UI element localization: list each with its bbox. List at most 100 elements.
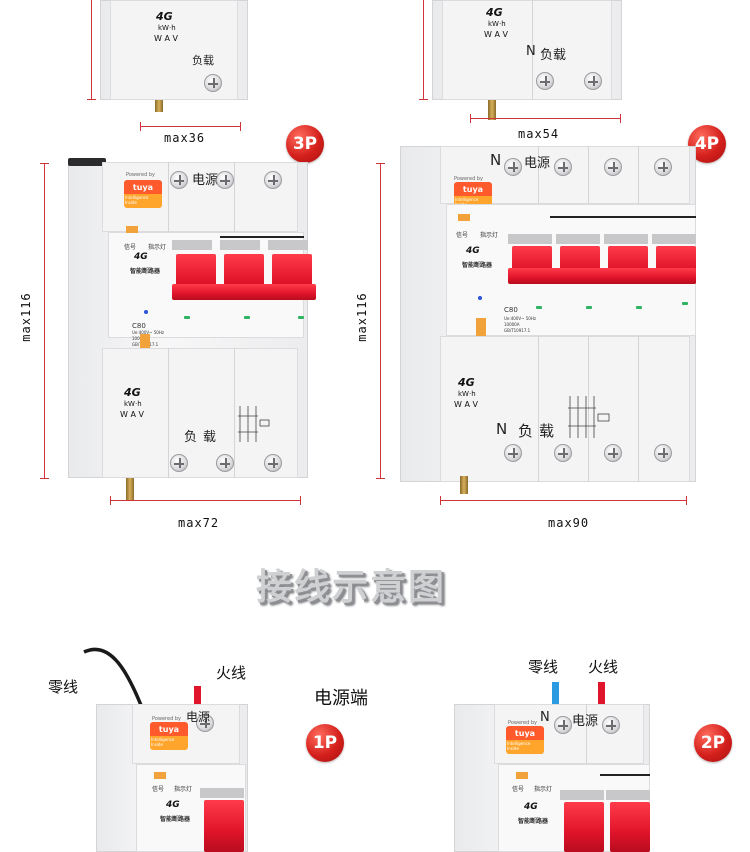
terminal-screw [216, 454, 234, 472]
label-load: 负载 [192, 54, 214, 67]
label-load: 负载 [184, 430, 223, 445]
terminal-screw [264, 454, 282, 472]
dimension-line [140, 126, 240, 127]
label-neutral: N [526, 44, 536, 59]
breaker-1p-bottom: Powered by tuya Intelligence Inside 电源 信… [96, 704, 248, 852]
terminal-screw [216, 171, 234, 189]
indicator-led [478, 296, 482, 300]
dimension-line [380, 163, 381, 479]
dimension-height-3p: max116 [19, 292, 33, 342]
test-button[interactable] [140, 334, 150, 354]
dimension-width-4p: max90 [548, 516, 590, 530]
label-model: C80 [504, 306, 518, 314]
label-power: 电源 [186, 710, 211, 724]
label-spec-standard: GB/T10917.1 [504, 328, 531, 333]
wiring-symbol-icon [568, 396, 610, 438]
label-kwh: kW·h [488, 20, 506, 28]
label-power: 电源 [524, 156, 551, 171]
indicator-led [536, 306, 542, 309]
dimension-line [440, 500, 686, 501]
dimension-width-3p: max72 [178, 516, 220, 530]
breaker-3p: Powered by tuya Intelligence Inside 电源 信… [68, 158, 316, 500]
status-indicator [154, 772, 166, 779]
label-live-wire: 火线 [588, 658, 619, 676]
label-neutral: N [490, 151, 502, 169]
label-signal: 信号 [152, 786, 165, 793]
label-live-wire: 火线 [216, 664, 247, 682]
rail-pin [488, 100, 496, 120]
rail-pin [126, 478, 134, 500]
tuya-logo: tuya Intelligence Inside [506, 726, 544, 754]
label-kwh: kW·h [158, 24, 176, 32]
breaker-handle[interactable] [610, 802, 650, 852]
label-4g: 4G [134, 252, 148, 262]
rail-pin [460, 476, 468, 494]
label-neutral: N [540, 710, 550, 725]
dimension-line [44, 163, 45, 479]
label-4g: 4G [524, 802, 538, 812]
terminal-screw [604, 444, 622, 462]
badge-3p: 3P [286, 125, 324, 163]
label-4g: 4G [486, 6, 503, 19]
breaker-handle[interactable] [564, 802, 604, 852]
terminal-screw [602, 716, 620, 734]
terminal-screw [204, 74, 222, 92]
breaker-2p-top: 4G kW·h W A V N 负载 [432, 0, 622, 120]
indicator-led [682, 302, 688, 305]
dimension-line [91, 0, 92, 100]
label-load: 负载 [518, 422, 561, 440]
label-signal: 信号 [512, 786, 525, 793]
label-product-name: 智能断路器 [518, 818, 549, 825]
label-signal: 信号 [456, 232, 469, 239]
label-product-name: 智能断路器 [462, 262, 493, 269]
label-4g: 4G [458, 376, 475, 389]
status-indicator [458, 214, 470, 221]
label-kwh: kW·h [458, 390, 476, 398]
label-powered-by: Powered by [508, 720, 537, 726]
terminal-screw [504, 158, 522, 176]
label-spec-voltage: Ue:400V~ 50Hz [504, 316, 536, 321]
indicator-led [586, 306, 592, 309]
tuya-logo: tuya Intelligence Inside [124, 180, 162, 208]
indicator-led [144, 310, 148, 314]
terminal-screw [536, 72, 554, 90]
label-power: 电源 [572, 714, 599, 729]
neutral-wire-tip [552, 682, 559, 708]
indicator-led [244, 316, 250, 319]
dimension-height-4p: max116 [355, 292, 369, 342]
breaker-4p: N Powered by tuya Intelligence Inside 电源… [400, 146, 696, 494]
label-wav: W A V [154, 34, 178, 43]
section-title: 接线示意图 [256, 567, 447, 608]
rail-pin [155, 100, 163, 112]
label-indicator: 指示灯 [480, 232, 499, 239]
label-spec-voltage: Ue:400V~ 50Hz [132, 330, 164, 335]
terminal-screw [554, 716, 572, 734]
dimension-line [470, 118, 620, 119]
label-4g: 4G [124, 386, 141, 399]
tuya-logo: tuya Intelligence Inside [150, 722, 188, 750]
live-wire-tip [598, 682, 605, 708]
terminal-screw [170, 454, 188, 472]
live-wire-tip [194, 686, 201, 706]
label-wav: W A V [484, 30, 508, 39]
label-signal: 信号 [124, 244, 137, 251]
dimension-line [423, 0, 424, 100]
status-indicator [516, 772, 528, 779]
label-4g: 4G [166, 800, 180, 810]
test-button[interactable] [476, 318, 486, 338]
dimension-width-2p: max54 [518, 127, 560, 141]
label-neutral-wire: 零线 [528, 658, 559, 676]
terminal-screw [554, 158, 572, 176]
label-4g: 4G [466, 246, 480, 256]
label-powered-by: Powered by [454, 176, 483, 182]
terminal-screw [584, 72, 602, 90]
dimension-width-1p: max36 [164, 131, 206, 145]
terminal-screw [554, 444, 572, 462]
terminal-screw [504, 444, 522, 462]
status-indicator [126, 226, 138, 233]
label-indicator: 指示灯 [174, 786, 193, 793]
label-powered-by: Powered by [152, 716, 181, 722]
label-kwh: kW·h [124, 400, 142, 408]
breaker-1p-top: 4G kW·h W A V 负载 [100, 0, 248, 112]
breaker-handle[interactable] [204, 800, 244, 852]
